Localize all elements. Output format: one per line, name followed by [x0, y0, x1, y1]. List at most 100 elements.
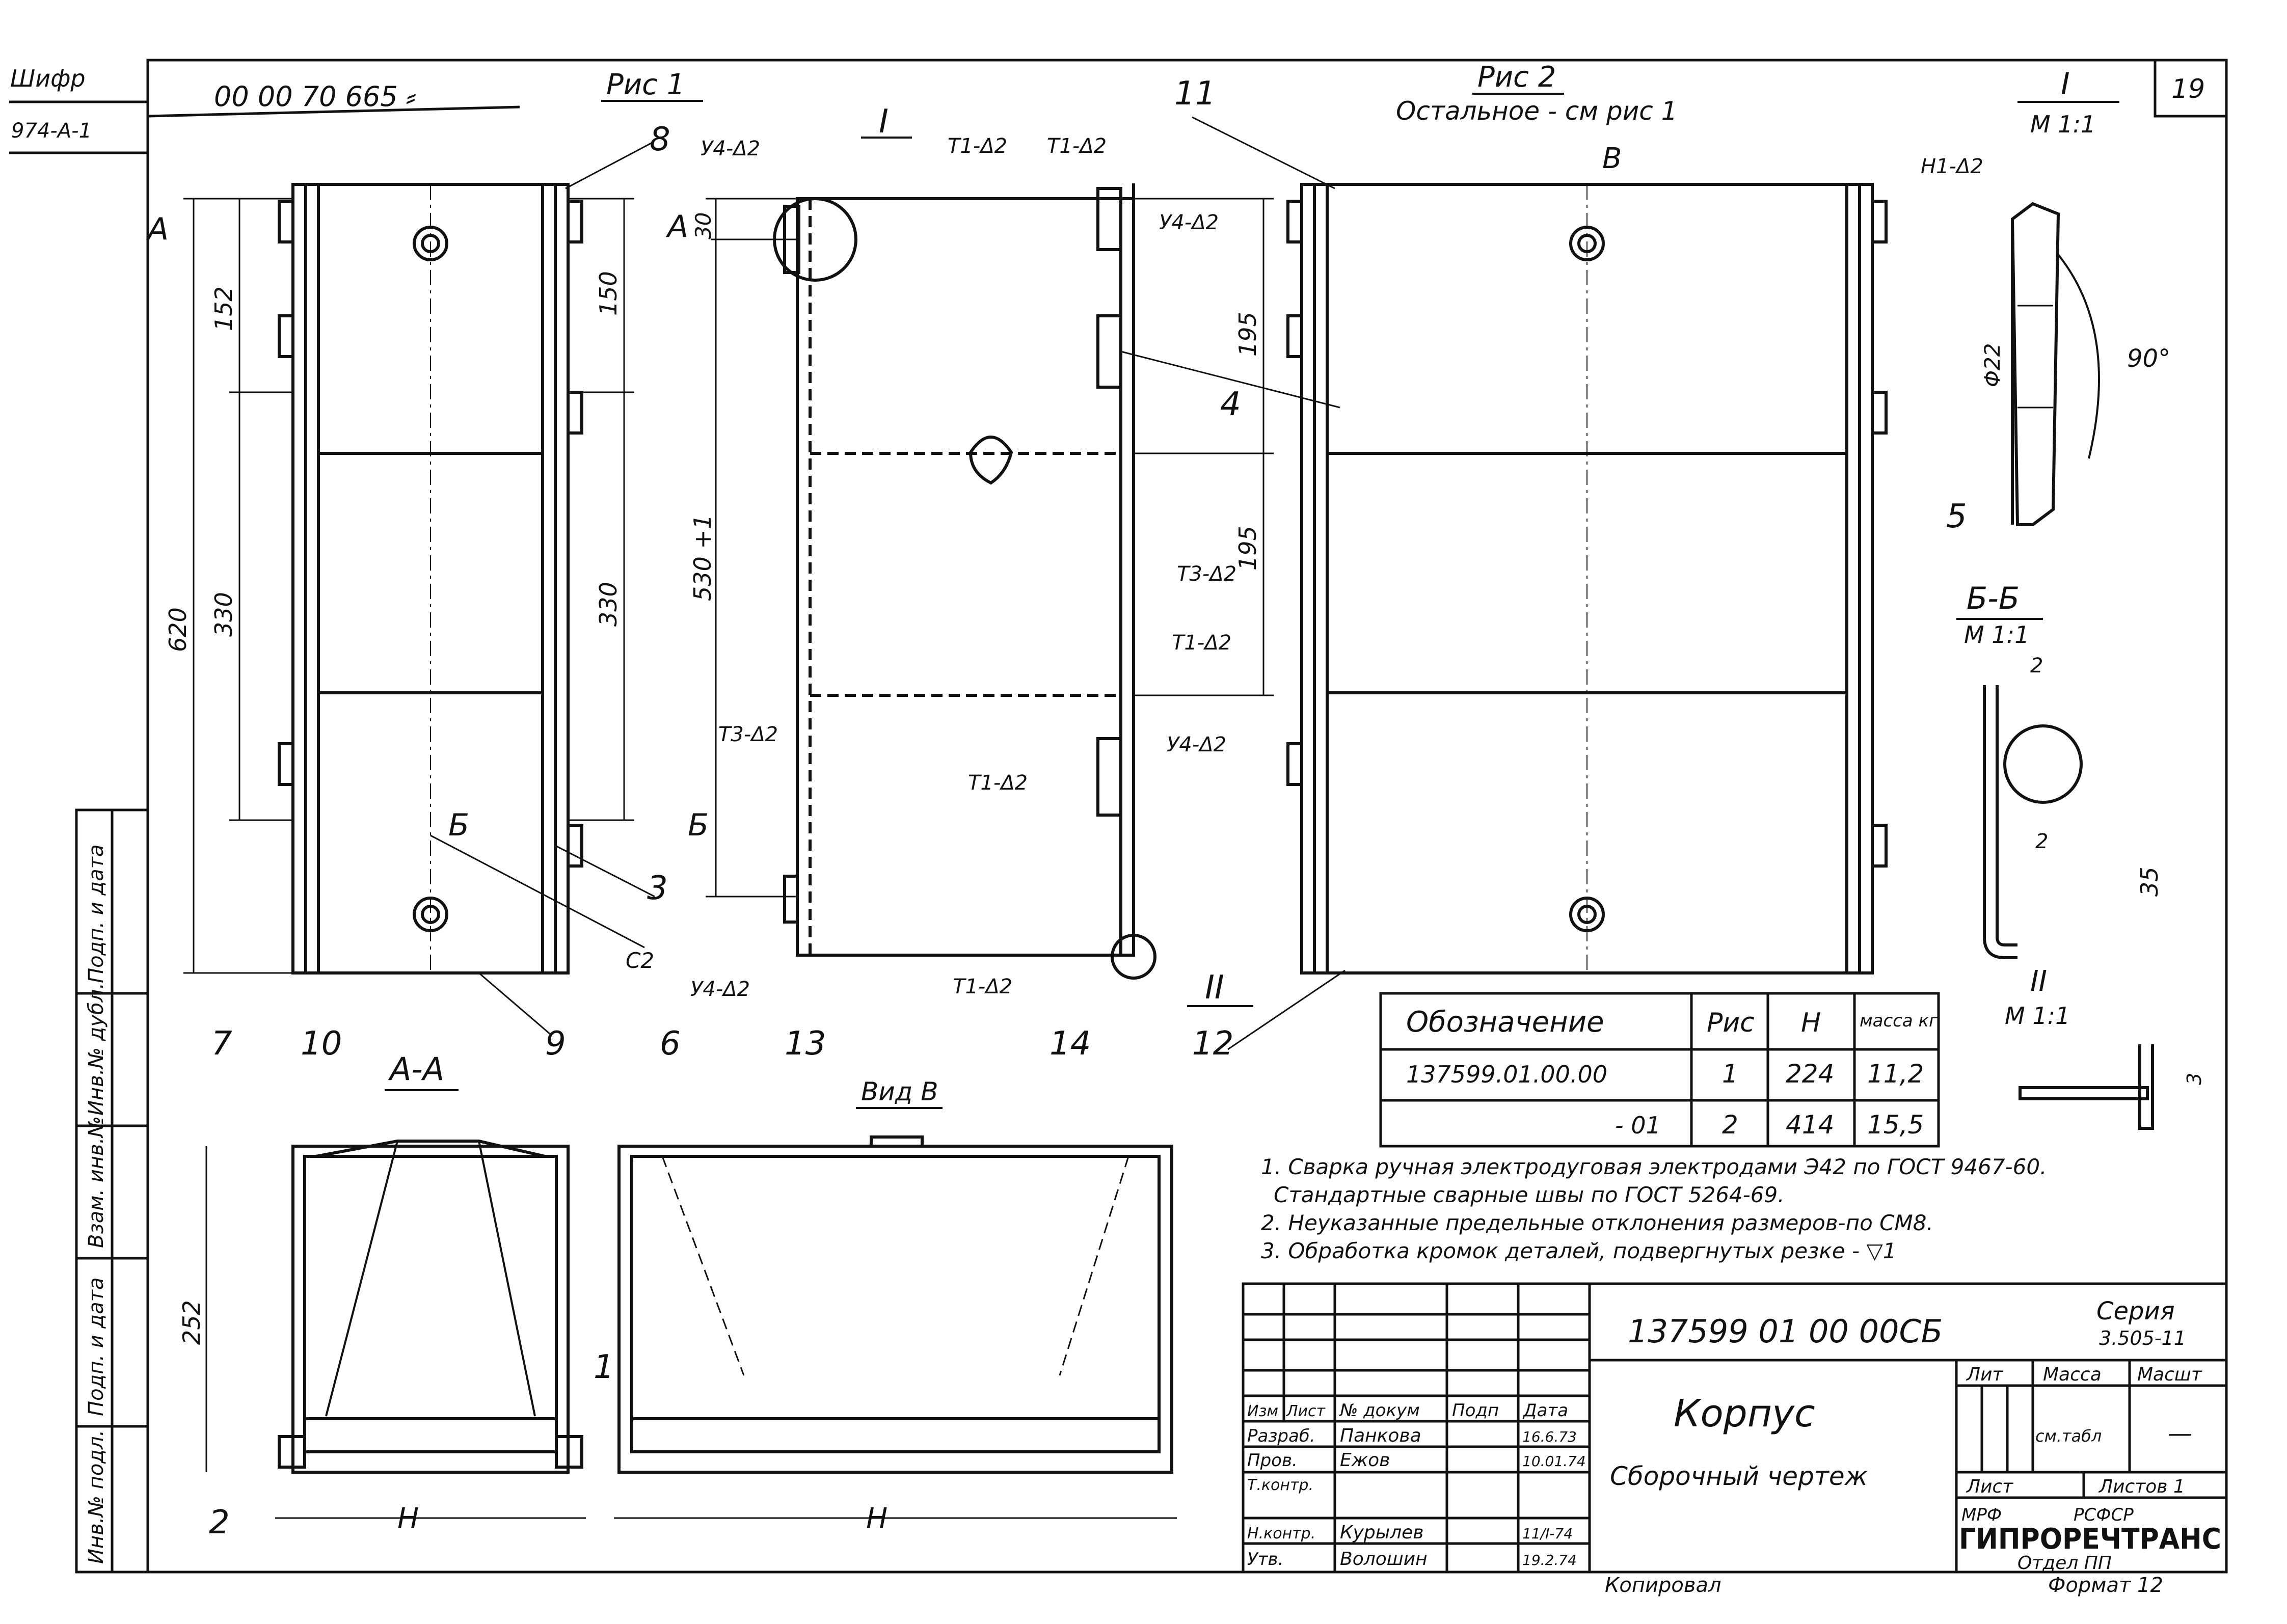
callout-14: 14 [1050, 1025, 1091, 1063]
weld-label-u4-right: У4-Δ2 [1167, 733, 1226, 756]
fig2-front-view [1286, 183, 1888, 975]
tb-sheet-label: Лист [1966, 1476, 2013, 1497]
dim-330-left: 330 [210, 592, 237, 637]
dim-2-bottom: 2 [2035, 830, 2048, 853]
detail-ii-title: II [2030, 965, 2047, 998]
tb-org-top-right: РСФСР [2074, 1505, 2134, 1525]
dim-620: 620 [164, 607, 192, 652]
callout-4: 4 [1220, 386, 1241, 423]
tb-scale-value: — [2168, 1419, 2192, 1448]
detail-ii-mark: II [1205, 969, 1224, 1007]
stamp-replacement-inventory: Взам. инв.№ [85, 1116, 108, 1248]
tb-series-value: 3.505-11 [2099, 1327, 2186, 1349]
weld-label-t1-middle: Т1-Δ2 [1172, 631, 1231, 655]
weld-label-t1-top-1: Т1-Δ2 [948, 134, 1007, 158]
tb-col-date: Дата [1522, 1400, 1568, 1421]
section-bb-profile [1983, 685, 2083, 959]
weld-label-u4-top-left: У4-Δ2 [701, 137, 760, 160]
tb-name: Корпус [1674, 1392, 1815, 1436]
spec-r2-fig: 2 [1722, 1110, 1738, 1140]
cipher-label: Шифр [10, 65, 86, 92]
tb-name-4: Курылев [1340, 1522, 1424, 1543]
tb-mass-label: Масса [2043, 1364, 2102, 1385]
weld-label-t3-left: Т3-Δ2 [718, 723, 778, 746]
view-b-arrow-label: В [1602, 142, 1622, 175]
callout-1: 1 [594, 1348, 614, 1386]
spec-header-mass: масса кг [1860, 1011, 1939, 1031]
tb-copied-label: Копировал [1605, 1574, 1721, 1597]
dim-30: 30 [691, 212, 716, 239]
view-b-drawing [617, 1135, 1173, 1474]
callout-8: 8 [650, 121, 670, 158]
tb-role-5: Утв. [1247, 1549, 1283, 1569]
note-1-cont: Стандартные сварные швы по ГОСТ 5264-69. [1274, 1182, 1785, 1207]
dim-152: 152 [210, 286, 237, 331]
tb-org-top-left: МРФ [1961, 1505, 2002, 1525]
dim-90deg: 90° [2127, 344, 2170, 373]
section-bb-scale: М 1:1 [1964, 621, 2029, 648]
weld-label-t1-bottom: Т1-Δ2 [953, 975, 1012, 998]
callout-5: 5 [1946, 498, 1967, 535]
tb-date-4: 11/I-74 [1522, 1525, 1573, 1542]
section-b-mark-left: Б [448, 807, 469, 843]
tb-mass-value: см.табл [2035, 1426, 2102, 1446]
callout-11: 11 [1174, 75, 1216, 113]
dim-h-view-b: H [866, 1502, 887, 1535]
fig1-side-dimension-lines [706, 198, 1274, 898]
section-a-mark-left: А [146, 211, 169, 247]
dim-35: 35 [2136, 867, 2163, 897]
tb-col-list: Лист [1286, 1402, 1326, 1420]
tb-role-2: Пров. [1247, 1450, 1298, 1471]
tb-doc-type: Сборочный чертеж [1610, 1461, 1868, 1491]
fig1-dimension-lines [183, 198, 634, 974]
callout-3: 3 [647, 870, 668, 907]
tb-format-label: Формат 12 [2048, 1574, 2163, 1597]
side-stamp-box [75, 808, 149, 1574]
note-3: 3. Обработка кромок деталей, подвергнуты… [1261, 1238, 1896, 1263]
dim-h-section-aa: H [397, 1502, 419, 1535]
dim-phi: Φ22 [1980, 343, 2005, 387]
weld-label-t3-middle: Т3-Δ2 [1177, 562, 1236, 586]
weld-label-u4-top-right: У4-Δ2 [1159, 211, 1219, 234]
detail-i-mark: I [879, 103, 889, 141]
dim-150: 150 [595, 271, 622, 316]
weld-label-u4-bottom: У4-Δ2 [690, 978, 750, 1001]
archive-number: 00 00 70 665 ⸗ [214, 80, 416, 113]
detail-i-scale: М 1:1 [2030, 111, 2095, 138]
callout-2: 2 [209, 1504, 230, 1541]
fig1-side-view [773, 183, 1156, 980]
stamp-sign-date-2: Подп. и дата [85, 1278, 108, 1416]
tb-date-5: 19.2.74 [1522, 1552, 1577, 1568]
detail-i-section [2010, 202, 2100, 526]
tb-name-2: Ежов [1340, 1450, 1390, 1471]
section-aa-view [278, 1140, 583, 1474]
tb-col-sign: Подп [1452, 1400, 1499, 1421]
tb-role-3: Т.контр. [1247, 1476, 1313, 1494]
dim-252: 252 [178, 1300, 205, 1345]
tb-series-label: Серия [2096, 1297, 2175, 1325]
title-block-grid [1242, 1282, 2228, 1574]
note-1: 1. Сварка ручная электродуговая электрод… [1261, 1154, 2047, 1179]
tb-col-izm: Изм [1247, 1402, 1278, 1420]
spec-r2-mass: 15,5 [1867, 1110, 1924, 1140]
dim-530: 530 +1 [689, 515, 716, 601]
stamp-original-inventory: Инв.№ подл. [85, 1430, 108, 1564]
detail-ii-profile [2019, 1044, 2154, 1130]
tb-org-name: ГИПРОРЕЧТРАНС [1959, 1523, 2221, 1556]
spec-header-fig: Рис [1707, 1008, 1755, 1038]
section-a-mark-right: А [665, 209, 688, 245]
tb-role-1: Разраб. [1247, 1426, 1315, 1446]
callout-leaders [430, 116, 1346, 1050]
dim-3: 3 [2183, 1073, 2205, 1085]
dim-2-top: 2 [2030, 654, 2043, 678]
spec-r1-fig: 1 [1722, 1059, 1738, 1089]
tb-designation: 137599 01 00 00СБ [1628, 1313, 1943, 1350]
view-b-title: Вид В [861, 1077, 938, 1106]
spec-header-designation: Обозначение [1406, 1006, 1604, 1039]
spec-r1-mass: 11,2 [1867, 1059, 1924, 1089]
weld-label-t1-top-2: Т1-Δ2 [1047, 134, 1107, 158]
detail-i-title: I [2061, 66, 2070, 102]
cipher-code: 974-А-1 [11, 119, 92, 143]
fig1-front-view [278, 183, 583, 975]
